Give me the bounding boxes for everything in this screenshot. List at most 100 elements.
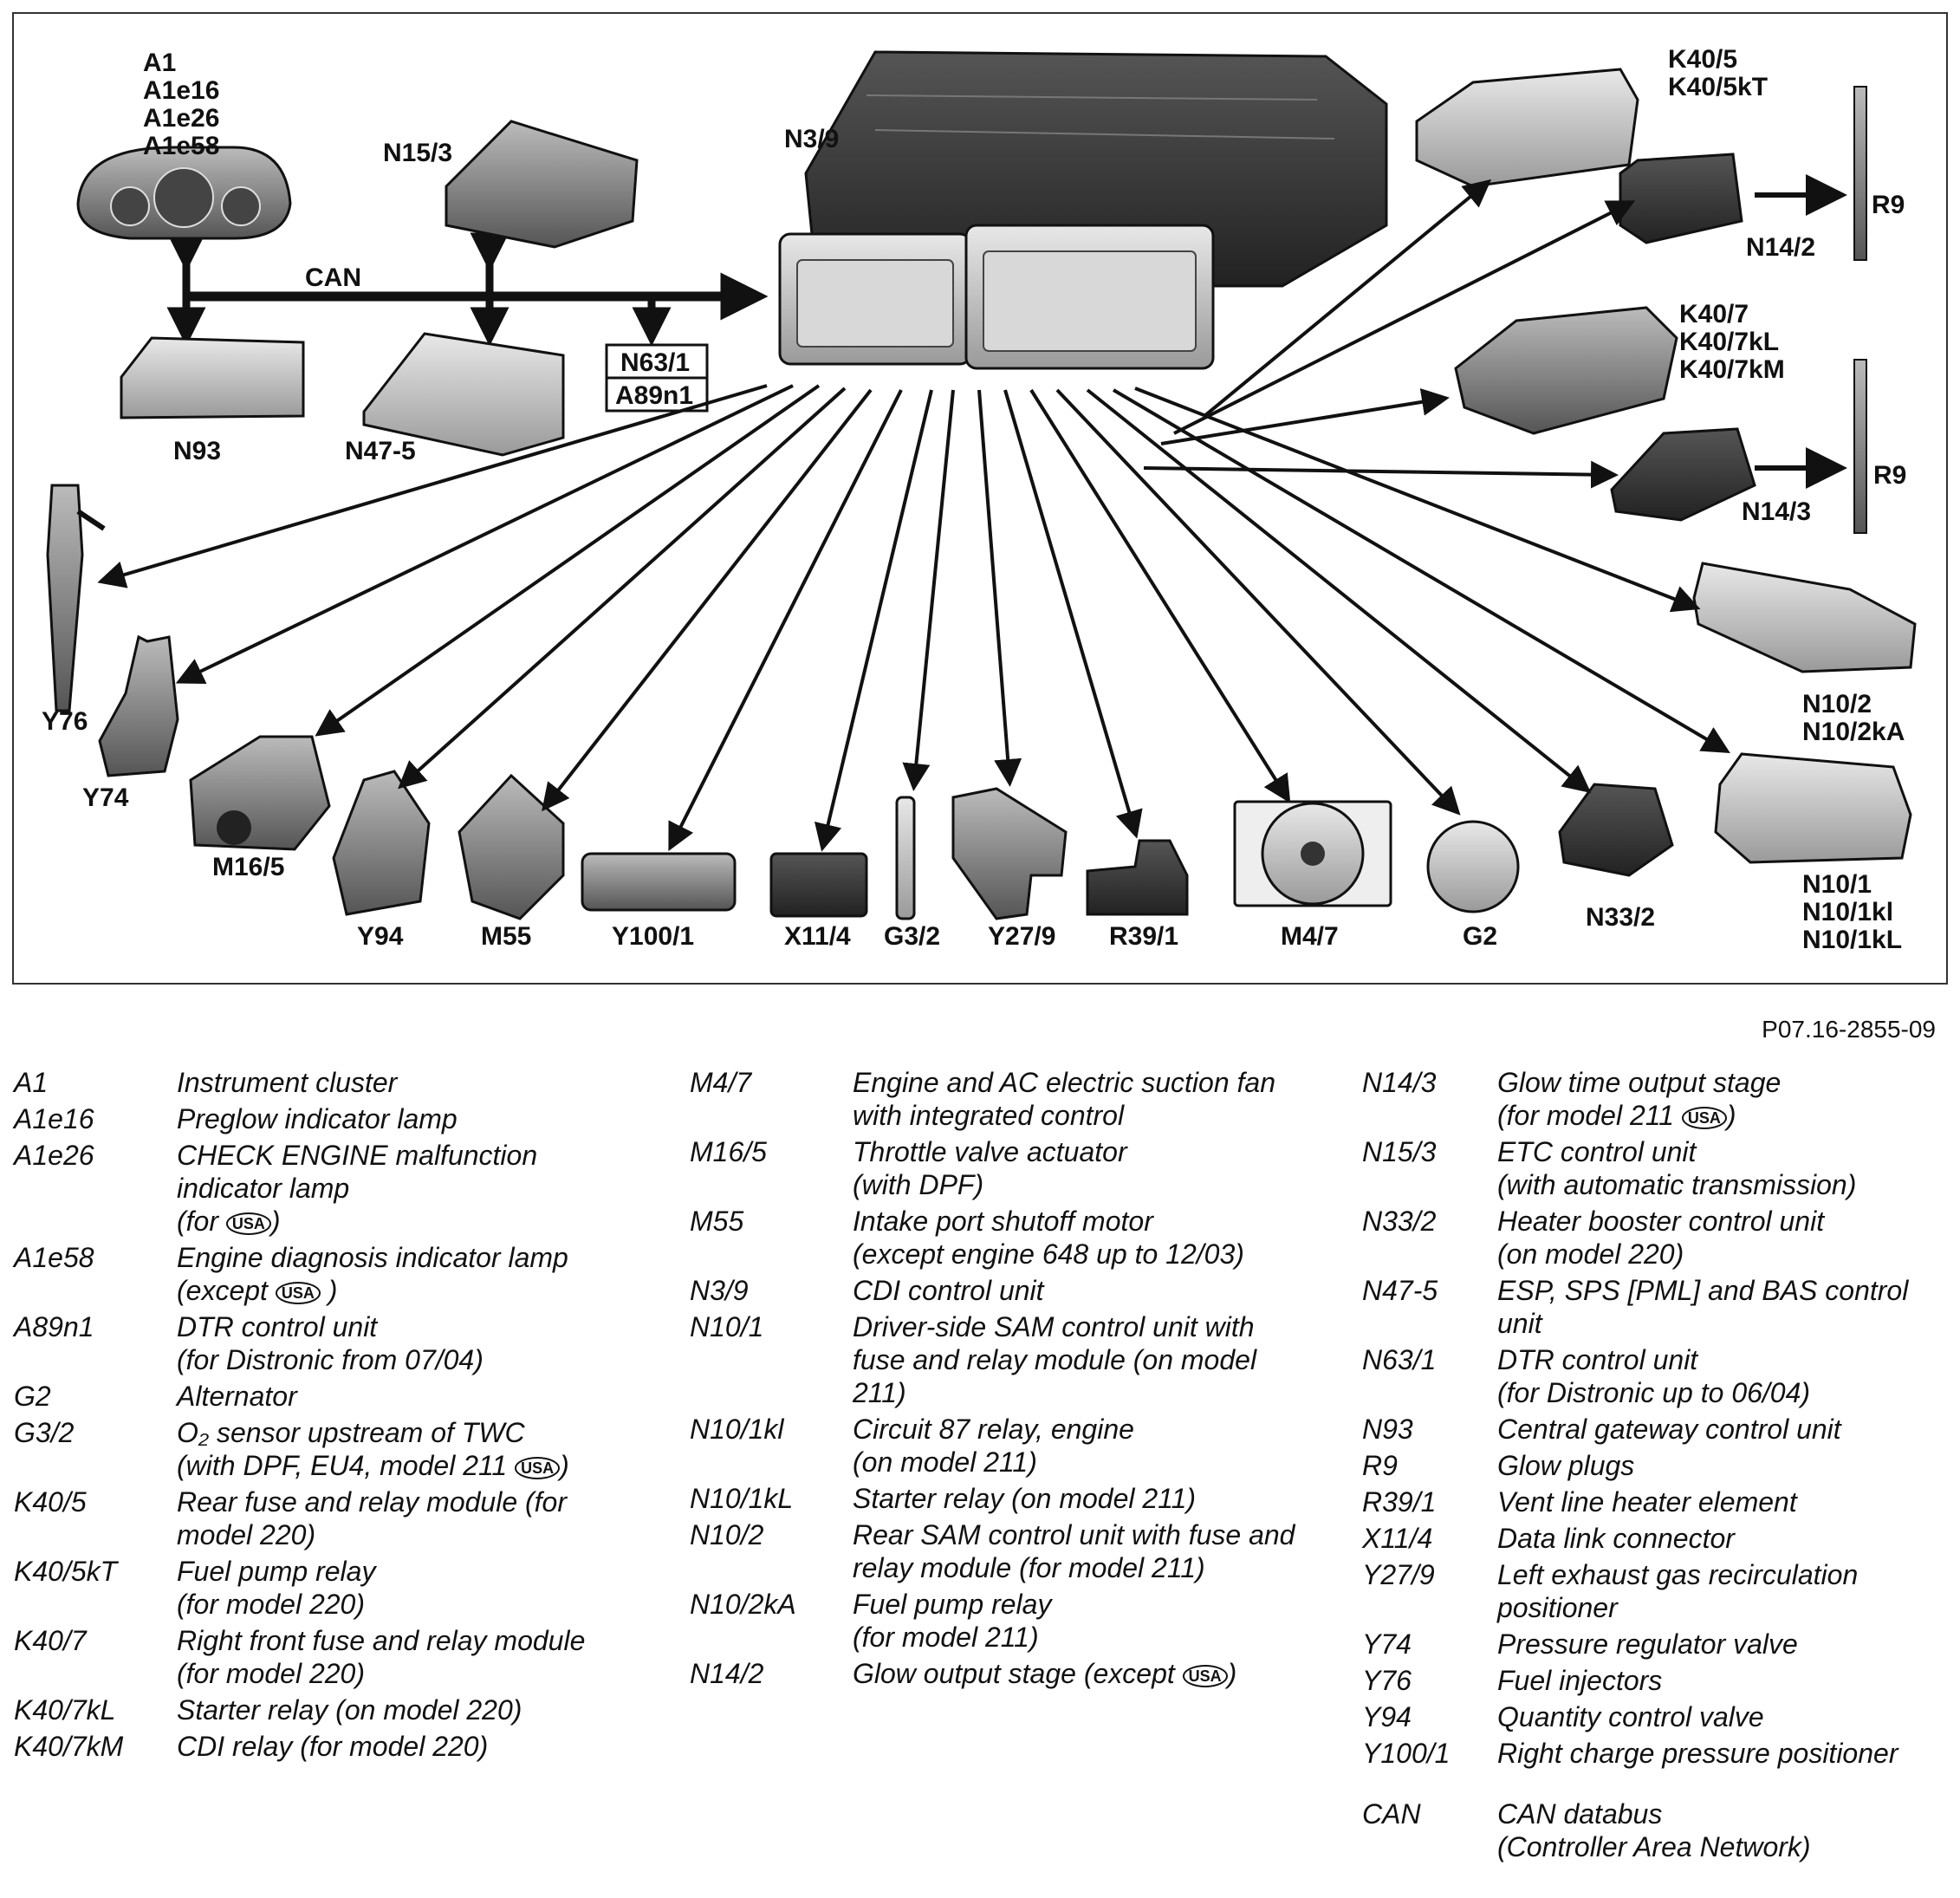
legend-row-n93: N93 Central gateway control unit: [1362, 1413, 1951, 1446]
legend-row-a1e16: A1e16 Preglow indicator lamp: [14, 1102, 612, 1135]
legend-code: CAN: [1362, 1798, 1421, 1830]
legend-desc: Heater booster control unit: [1497, 1206, 1825, 1237]
legend-desc: DTR control unit: [1497, 1344, 1698, 1375]
legend-desc: Engine and AC electric suction fan with …: [853, 1067, 1275, 1131]
glow-plug-mid-image: [1853, 359, 1867, 534]
label-m55: M55: [481, 922, 531, 951]
legend-row-n47-5: N47-5 ESP, SPS [PML] and BAS control uni…: [1362, 1274, 1951, 1340]
n93-image: [120, 336, 305, 419]
legend-spacer: [1362, 1773, 1951, 1797]
legend-row-n63-1: N63/1 DTR control unit (for Distronic up…: [1362, 1343, 1951, 1409]
n47-5-image: [362, 332, 565, 457]
legend-row-n10-1kl-starter: N10/1kL Starter relay (on model 211): [690, 1482, 1296, 1515]
legend-row-n14-2: N14/2 Glow output stage (except USA): [690, 1657, 1296, 1690]
legend-desc: Starter relay (on model 220): [177, 1694, 522, 1726]
legend-code: N15/3: [1362, 1136, 1437, 1167]
legend-code: A1e58: [14, 1242, 94, 1273]
legend-desc-prefix: (except: [177, 1275, 276, 1306]
legend-code: A89n1: [14, 1311, 94, 1342]
legend-desc: CHECK ENGINE malfunction indicator lamp: [177, 1140, 538, 1204]
legend-code: N3/9: [690, 1275, 749, 1306]
instrument-cluster-image: [76, 146, 292, 240]
alternator-g2-image: [1426, 820, 1520, 913]
legend-row-n10-1: N10/1 Driver-side SAM control unit with …: [690, 1310, 1296, 1409]
legend-row-a1e58: A1e58 Engine diagnosis indicator lamp (e…: [14, 1241, 612, 1307]
legend-desc: Circuit 87 relay, engine: [853, 1414, 1134, 1445]
legend-row-y100-1: Y100/1 Right charge pressure positioner: [1362, 1737, 1951, 1770]
label-y76: Y76: [42, 707, 88, 736]
legend-desc-block: Glow output stage (except USA): [853, 1657, 1296, 1690]
legend-row-m55: M55 Intake port shutoff motor (except en…: [690, 1205, 1296, 1271]
usa-badge-icon: USA: [1182, 1664, 1228, 1687]
legend-row-a89n1: A89n1 DTR control unit (for Distronic fr…: [14, 1310, 612, 1376]
legend-row-y27-9: Y27/9 Left exhaust gas recirculation pos…: [1362, 1558, 1951, 1624]
legend-desc: Pressure regulator valve: [1497, 1628, 1798, 1660]
legend-desc-block: DTR control unit (for Distronic from 07/…: [177, 1310, 612, 1376]
legend-desc: Glow plugs: [1497, 1450, 1635, 1481]
legend-desc-block: Engine diagnosis indicator lamp (except …: [177, 1241, 612, 1307]
label-k40-7-2: K40/7kM: [1679, 355, 1785, 384]
legend-desc: Starter relay (on model 211): [853, 1483, 1197, 1514]
arrow-to-n33-2: [1086, 388, 1592, 793]
arrow-to-n14-2: [1173, 200, 1636, 435]
legend-desc-block: Heater booster control unit (on model 22…: [1497, 1205, 1951, 1271]
n10-2-image: [1692, 562, 1917, 673]
label-n47-5: N47-5: [345, 437, 416, 465]
legend-column-3: N14/3 Glow time output stage (for model …: [1362, 1066, 1951, 1867]
legend-row-m4-7: M4/7 Engine and AC electric suction fan …: [690, 1066, 1296, 1132]
label-n14-3: N14/3: [1742, 497, 1811, 526]
legend-desc: Engine diagnosis indicator lamp: [177, 1242, 568, 1273]
legend-desc-suffix: ): [320, 1275, 338, 1306]
label-n10-2-0: N10/2: [1802, 690, 1872, 718]
label-r9-mid: R9: [1873, 461, 1906, 490]
legend-row-n10-1kl: N10/1kl Circuit 87 relay, engine (on mod…: [690, 1413, 1296, 1479]
legend-code: Y76: [1362, 1665, 1412, 1696]
legend-desc-line2: (on model 211): [853, 1446, 1037, 1478]
legend-row-k40-7km: K40/7kM CDI relay (for model 220): [14, 1730, 612, 1763]
positioner-y27-9-image: [951, 787, 1068, 920]
n15-3-image: [445, 120, 639, 249]
label-k40-7-0: K40/7: [1679, 300, 1749, 328]
legend-code: Y100/1: [1362, 1738, 1451, 1769]
n14-3-image: [1610, 427, 1756, 522]
n10-1-image: [1714, 752, 1912, 864]
legend-row-a1: A1 Instrument cluster: [14, 1066, 612, 1099]
legend-desc-prefix: (for model 211: [1497, 1100, 1682, 1131]
legend-row-k40-5kt: K40/5kT Fuel pump relay (for model 220): [14, 1555, 612, 1621]
dtr-label-box: [605, 343, 709, 413]
legend-desc-line2: (for Distronic from 07/04): [177, 1344, 484, 1375]
label-n93: N93: [173, 437, 221, 465]
legend-desc: Instrument cluster: [177, 1067, 398, 1098]
fan-m4-7-image: [1233, 800, 1392, 907]
valve-y74-image: [98, 634, 179, 777]
usa-badge-icon: USA: [1681, 1106, 1727, 1129]
label-n15-3: N15/3: [383, 139, 452, 167]
legend-row-n33-2: N33/2 Heater booster control unit (on mo…: [1362, 1205, 1951, 1271]
label-n33-2: N33/2: [1586, 903, 1655, 932]
arrow-to-y94: [398, 387, 847, 790]
legend-code: N63/1: [1362, 1344, 1437, 1375]
legend-desc-line2: (with DPF): [853, 1169, 984, 1200]
legend-row-n10-2: N10/2 Rear SAM control unit with fuse an…: [690, 1518, 1296, 1584]
arrow-to-y27-9: [977, 389, 1022, 787]
legend-code: N33/2: [1362, 1206, 1437, 1237]
arrow-to-n14-3: [1143, 460, 1619, 489]
label-a1-group-2: A1e26: [143, 104, 219, 133]
label-a89n1: A89n1: [615, 381, 693, 410]
legend-desc: Alternator: [177, 1381, 297, 1412]
legend-desc: Central gateway control unit: [1497, 1414, 1841, 1445]
legend-desc: ETC control unit: [1497, 1136, 1697, 1167]
legend-desc: CAN databus: [1497, 1798, 1663, 1830]
arrow-to-y74: [175, 384, 794, 684]
legend-desc-block: ETC control unit (with automatic transmi…: [1497, 1135, 1951, 1201]
legend-desc: Throttle valve actuator: [853, 1136, 1127, 1167]
system-diagram: CAN N3/9 A1 A1e16 A1e26 A1e58 N15/3 N93 …: [42, 45, 1917, 954]
legend-desc: Right charge pressure positioner: [1497, 1738, 1898, 1769]
legend-desc: Fuel pump relay: [853, 1589, 1052, 1620]
legend-desc-suffix: ): [1726, 1100, 1736, 1131]
legend-code: M4/7: [690, 1067, 752, 1098]
arrow-to-r39-1: [1003, 389, 1143, 839]
legend-desc-line2: (for Distronic up to 06/04): [1497, 1377, 1811, 1408]
legend-row-k40-5: K40/5 Rear fuse and relay module (for mo…: [14, 1485, 612, 1551]
legend-code: N47-5: [1362, 1275, 1438, 1306]
